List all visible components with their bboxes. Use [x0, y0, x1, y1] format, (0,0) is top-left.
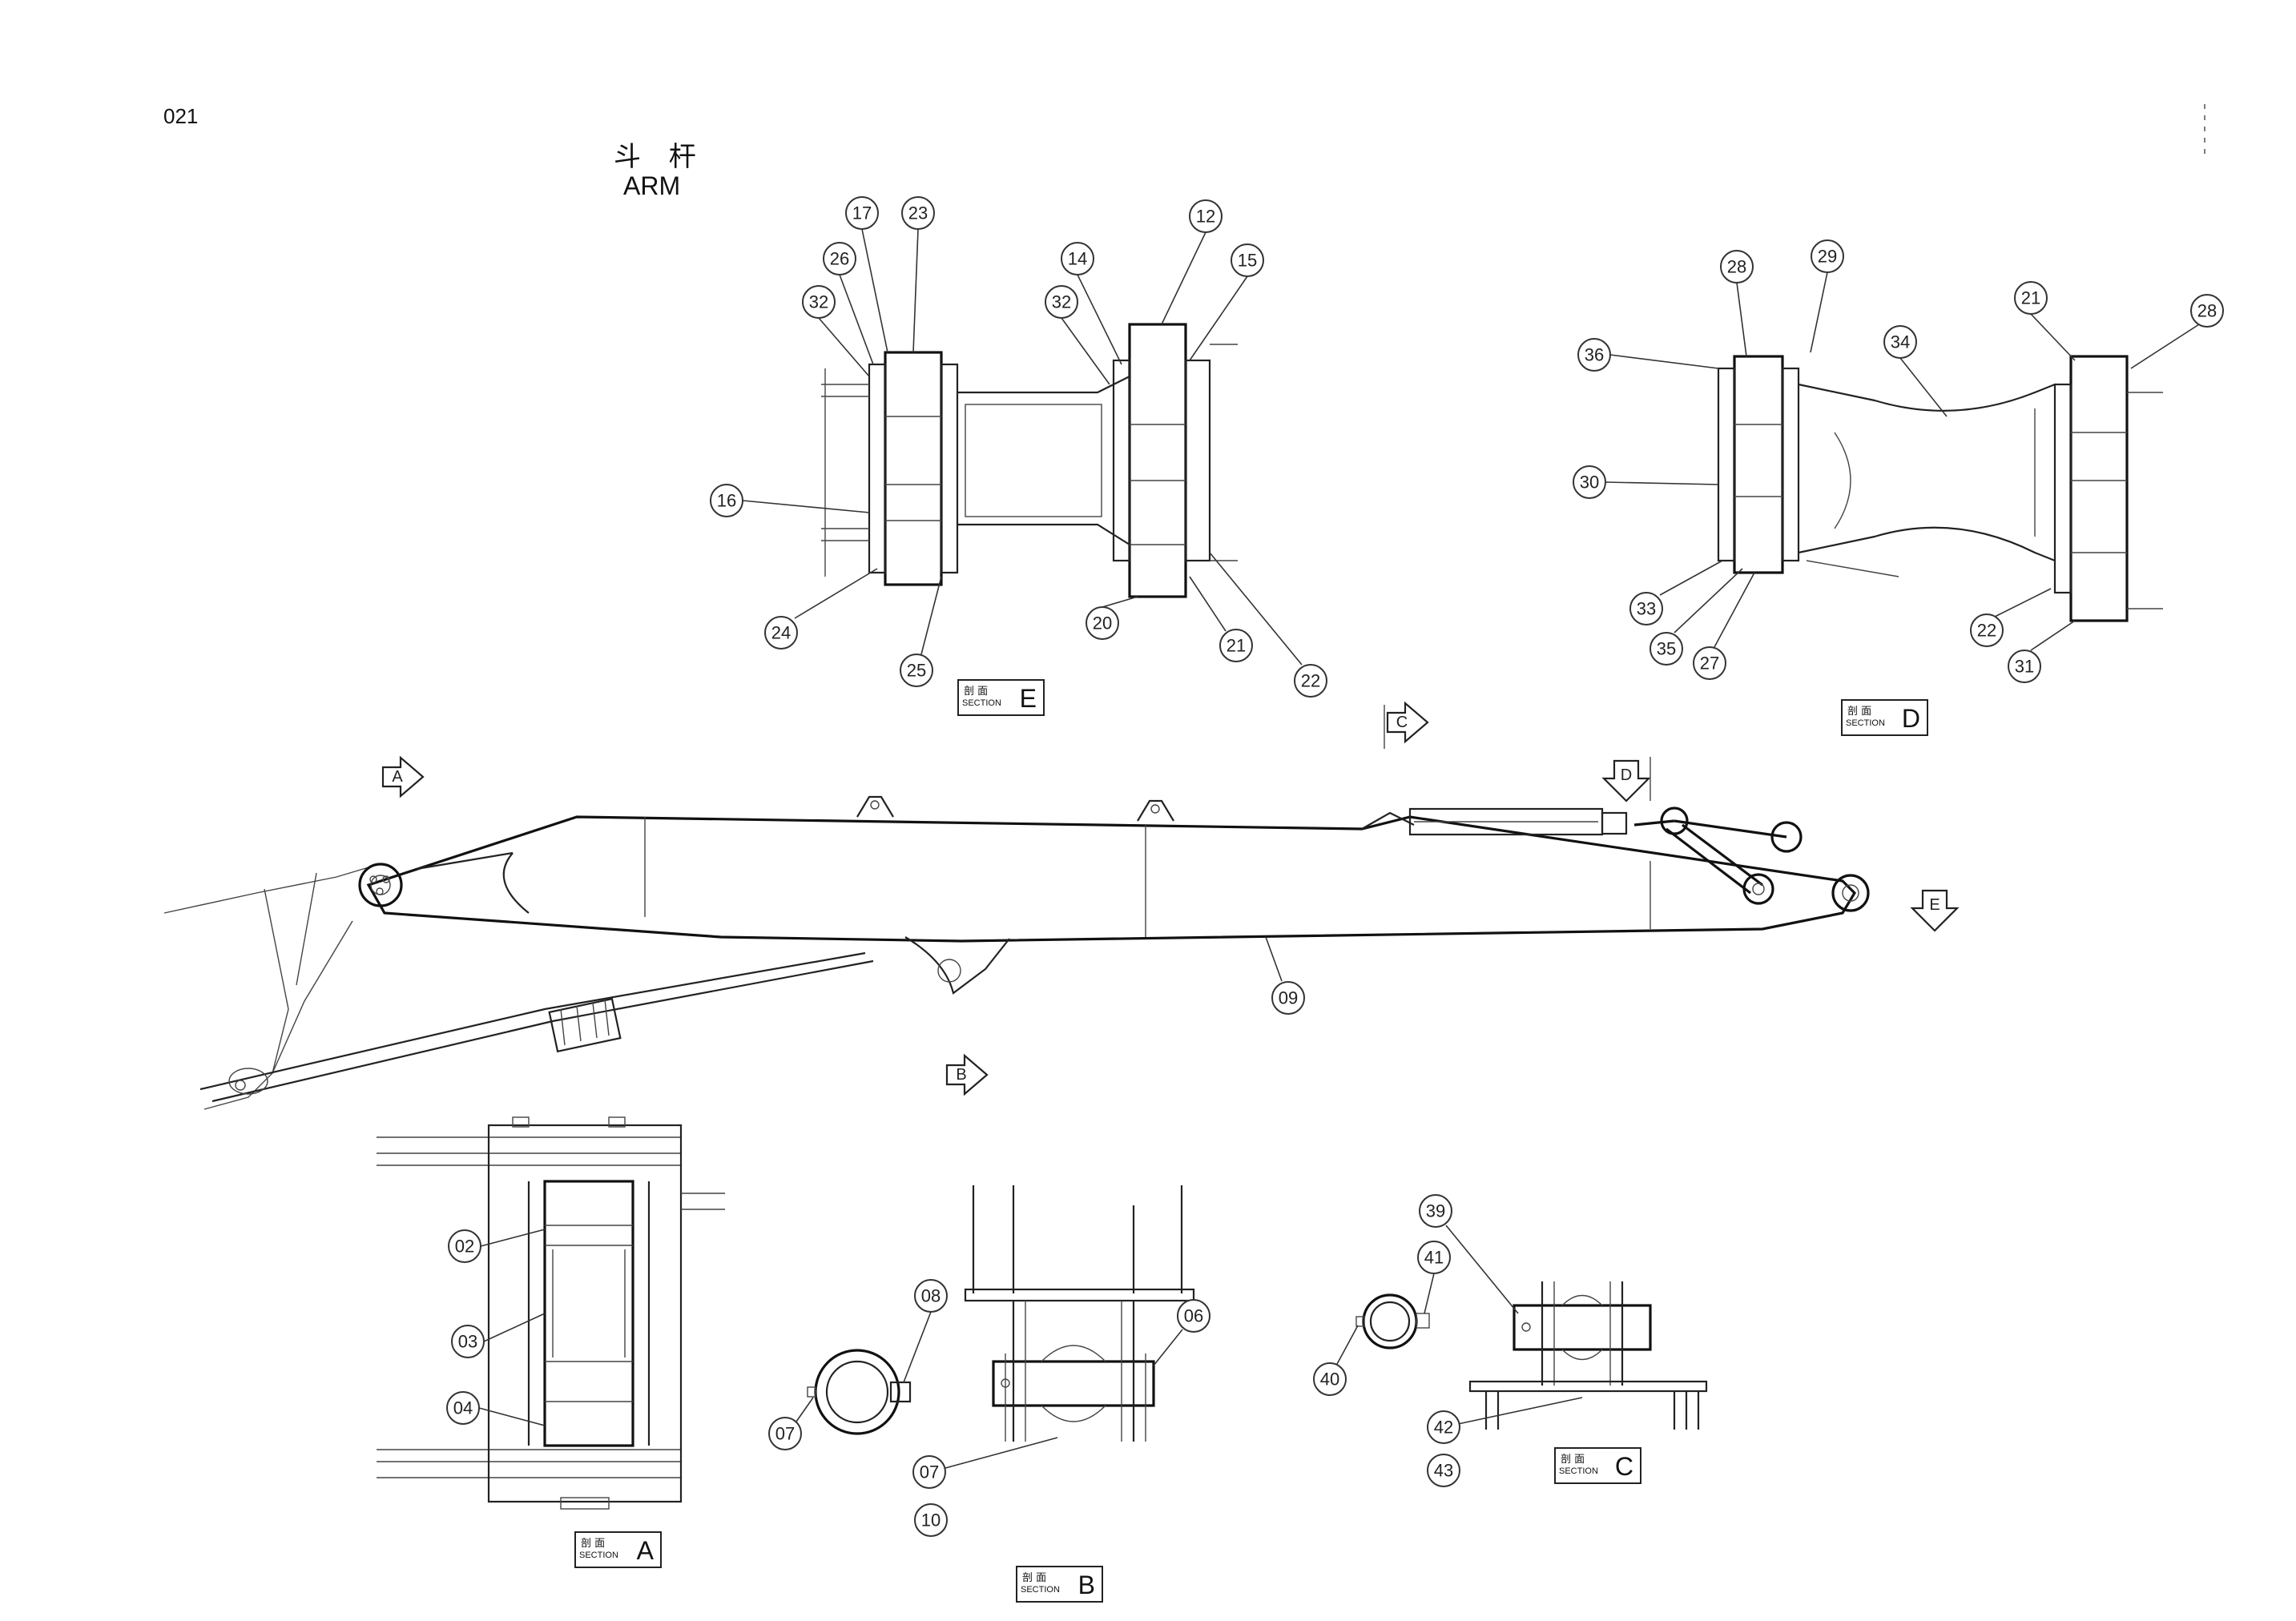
section-a-callouts: 02 03 04 [446, 1229, 546, 1426]
section-a-drawing [377, 1116, 725, 1510]
callout-29: 29 [1818, 247, 1837, 267]
callout-22-d: 22 [1977, 621, 1996, 641]
callout-06: 06 [1184, 1306, 1203, 1326]
section-c-callouts: 39 41 40 42 43 [1313, 1194, 1583, 1487]
callout-41: 41 [1424, 1248, 1444, 1268]
section-label-e: 剖 面 SECTION E [957, 679, 1045, 716]
callout-28a: 28 [1727, 257, 1746, 277]
callout-21-d: 21 [2021, 288, 2040, 308]
callout-32b: 32 [1052, 292, 1071, 312]
callout-36: 36 [1585, 345, 1604, 365]
callout-35: 35 [1657, 639, 1676, 659]
callout-27: 27 [1700, 654, 1719, 674]
section-label-d: 剖 面 SECTION D [1841, 699, 1928, 736]
callout-39: 39 [1426, 1201, 1445, 1221]
view-marker-c: C [1396, 714, 1408, 731]
callout-43: 43 [1434, 1461, 1453, 1481]
callout-04: 04 [453, 1398, 473, 1418]
view-marker-a: A [392, 768, 403, 786]
callout-10: 10 [921, 1510, 941, 1530]
callout-34: 34 [1891, 332, 1910, 352]
callout-02: 02 [455, 1237, 474, 1257]
section-d-drawing [1717, 355, 2163, 622]
callout-32a: 32 [809, 292, 828, 312]
view-markers: A B C D E [381, 701, 1960, 1096]
view-marker-b: B [956, 1066, 966, 1084]
callout-25: 25 [907, 661, 926, 681]
callout-30: 30 [1580, 473, 1599, 493]
section-e-callouts: 17 23 26 32 14 12 15 32 16 24 25 20 21 2… [710, 196, 1327, 698]
callout-24: 24 [771, 623, 791, 643]
section-label-a: 剖 面 SECTION A [574, 1531, 662, 1568]
section-d-callouts: 28 29 36 34 21 28 30 33 35 27 22 31 [1573, 239, 2224, 683]
callout-22: 22 [1301, 671, 1320, 691]
callout-33: 33 [1637, 599, 1656, 619]
section-e-drawing [821, 323, 1238, 598]
main-arm-drawing [163, 795, 1870, 1110]
callout-21: 21 [1227, 636, 1246, 656]
callout-23: 23 [908, 203, 928, 223]
callout-12: 12 [1196, 207, 1215, 227]
callout-28b: 28 [2197, 301, 2217, 321]
callout-42: 42 [1434, 1418, 1453, 1438]
callout-15: 15 [1238, 251, 1257, 271]
callout-14: 14 [1068, 249, 1087, 269]
section-c-drawing [1355, 1281, 1708, 1430]
page-number: 021 [163, 104, 199, 128]
callout-09: 09 [1279, 988, 1298, 1008]
callout-17: 17 [852, 203, 872, 223]
section-b-callouts: 08 07 06 07 10 [768, 1279, 1210, 1537]
callout-08: 08 [921, 1286, 941, 1306]
callout-07a: 07 [775, 1424, 795, 1444]
title-english: ARM [623, 171, 681, 200]
callout-07b: 07 [920, 1462, 939, 1482]
view-marker-e: E [1929, 896, 1940, 914]
section-b-drawing [807, 1185, 1195, 1442]
callout-20: 20 [1093, 613, 1112, 634]
section-label-c: 剖 面 SECTION C [1554, 1447, 1641, 1484]
title-chinese: 斗 杆 [614, 141, 706, 173]
callout-16: 16 [717, 491, 736, 511]
callout-03: 03 [458, 1332, 477, 1352]
callout-31: 31 [2015, 657, 2034, 677]
callout-26: 26 [830, 249, 849, 269]
section-label-b: 剖 面 SECTION B [1016, 1566, 1103, 1603]
callout-40: 40 [1320, 1370, 1339, 1390]
view-marker-d: D [1621, 766, 1632, 784]
main-callouts: 09 [1265, 936, 1305, 1015]
